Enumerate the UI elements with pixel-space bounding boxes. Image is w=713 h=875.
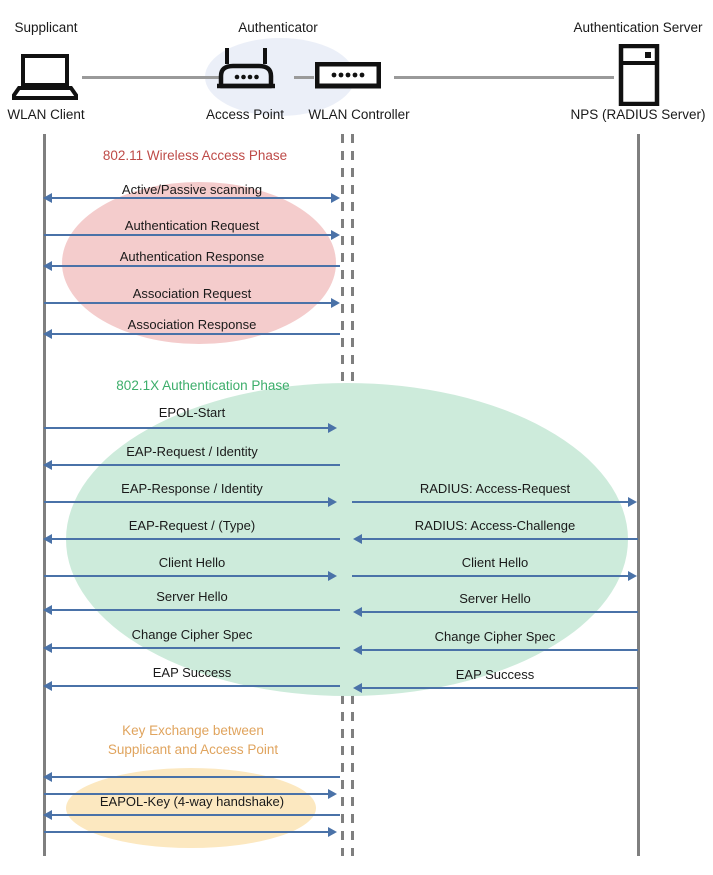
arrowhead-left [43, 460, 52, 470]
message-label: Client Hello [158, 555, 226, 570]
actor-device-nps-radius-server: NPS (RADIUS Server) [570, 107, 706, 122]
message-label: Client Hello [461, 555, 529, 570]
message-line [356, 687, 638, 689]
phase-label-dot1x: 802.1X Authentication Phase [116, 378, 290, 393]
message-label: Active/Passive scanning [121, 182, 263, 197]
phase-label-wireless-access: 802.11 Wireless Access Phase [102, 148, 288, 163]
actor-role-authenticator: Authenticator [238, 20, 318, 35]
message-line [44, 831, 332, 833]
arrowhead-left [43, 605, 52, 615]
message-label: EAP Success [455, 667, 535, 682]
actor-device-access-point: Access Point [205, 107, 285, 122]
message-line [44, 427, 332, 429]
actor-device-wlan-client: WLAN Client [7, 107, 85, 122]
arrowhead-left [43, 681, 52, 691]
arrowhead-right [328, 497, 337, 507]
actor-device-wlan-controller: WLAN Controller [308, 107, 410, 122]
message-line [46, 647, 340, 649]
message-line [46, 265, 340, 267]
laptop-icon [8, 52, 82, 100]
message-label: EPOL-Start [158, 405, 226, 420]
message-label: EAP-Response / Identity [121, 481, 263, 496]
message-label: Authentication Response [119, 249, 265, 264]
message-line [44, 575, 332, 577]
arrowhead-left [43, 772, 52, 782]
arrowhead-left [353, 534, 362, 544]
arrowhead-right [628, 571, 637, 581]
arrowhead-right [331, 298, 340, 308]
message-line [46, 333, 340, 335]
message-line [46, 776, 340, 778]
arrowhead-right [331, 193, 340, 203]
arrowhead-right [331, 230, 340, 240]
arrowhead-left [43, 810, 52, 820]
message-label: EAPOL-Key (4-way handshake) [99, 794, 285, 809]
message-label: EAP Success [152, 665, 232, 680]
phase-blob-wireless-access [62, 182, 336, 344]
link-ap-controller [294, 76, 314, 79]
arrowhead-left [43, 329, 52, 339]
link-controller-server [394, 76, 614, 79]
message-line [356, 611, 638, 613]
message-label: Change Cipher Spec [131, 627, 253, 642]
arrowhead-left [353, 683, 362, 693]
phase-label-key-exchange: Key Exchange between Supplicant and Acce… [107, 723, 279, 757]
message-line [46, 538, 340, 540]
arrowhead-left [43, 261, 52, 271]
phase-blob-key-exchange [66, 768, 316, 848]
message-line [44, 501, 332, 503]
actor-role-supplicant: Supplicant [14, 20, 78, 35]
message-line [44, 234, 336, 236]
arrowhead-left [353, 607, 362, 617]
arrowhead-left [43, 534, 52, 544]
access-point-icon [215, 46, 277, 96]
actor-role-authentication-server: Authentication Server [573, 20, 703, 35]
arrowhead-right [328, 827, 337, 837]
message-line [356, 538, 638, 540]
message-line [352, 575, 630, 577]
message-line [46, 464, 340, 466]
message-label: Server Hello [459, 591, 531, 606]
message-line [44, 302, 336, 304]
lifeline-authentication-server [637, 134, 640, 856]
arrowhead-left [353, 645, 362, 655]
arrowhead-left [43, 193, 52, 203]
lifeline-supplicant [43, 134, 46, 856]
message-line [356, 649, 638, 651]
server-icon [618, 43, 660, 107]
message-label: Change Cipher Spec [434, 629, 556, 644]
wlan-controller-icon [314, 61, 382, 92]
message-label: RADIUS: Access-Request [419, 481, 571, 496]
arrowhead-right [328, 423, 337, 433]
arrowhead-left [43, 643, 52, 653]
message-line [352, 501, 630, 503]
message-line [46, 609, 340, 611]
message-label: Association Response [127, 317, 257, 332]
arrowhead-right [328, 789, 337, 799]
message-label: EAP-Request / (Type) [128, 518, 256, 533]
arrowhead-right [328, 571, 337, 581]
message-label: RADIUS: Access-Challenge [414, 518, 576, 533]
message-label: EAP-Request / Identity [126, 444, 258, 459]
link-client-ap [82, 76, 220, 79]
message-line [46, 685, 340, 687]
message-line [46, 814, 340, 816]
message-line [46, 197, 336, 199]
message-label: Server Hello [156, 589, 228, 604]
arrowhead-right [628, 497, 637, 507]
message-label: Authentication Request [124, 218, 260, 233]
message-line [44, 793, 332, 795]
message-label: Association Request [132, 286, 252, 301]
